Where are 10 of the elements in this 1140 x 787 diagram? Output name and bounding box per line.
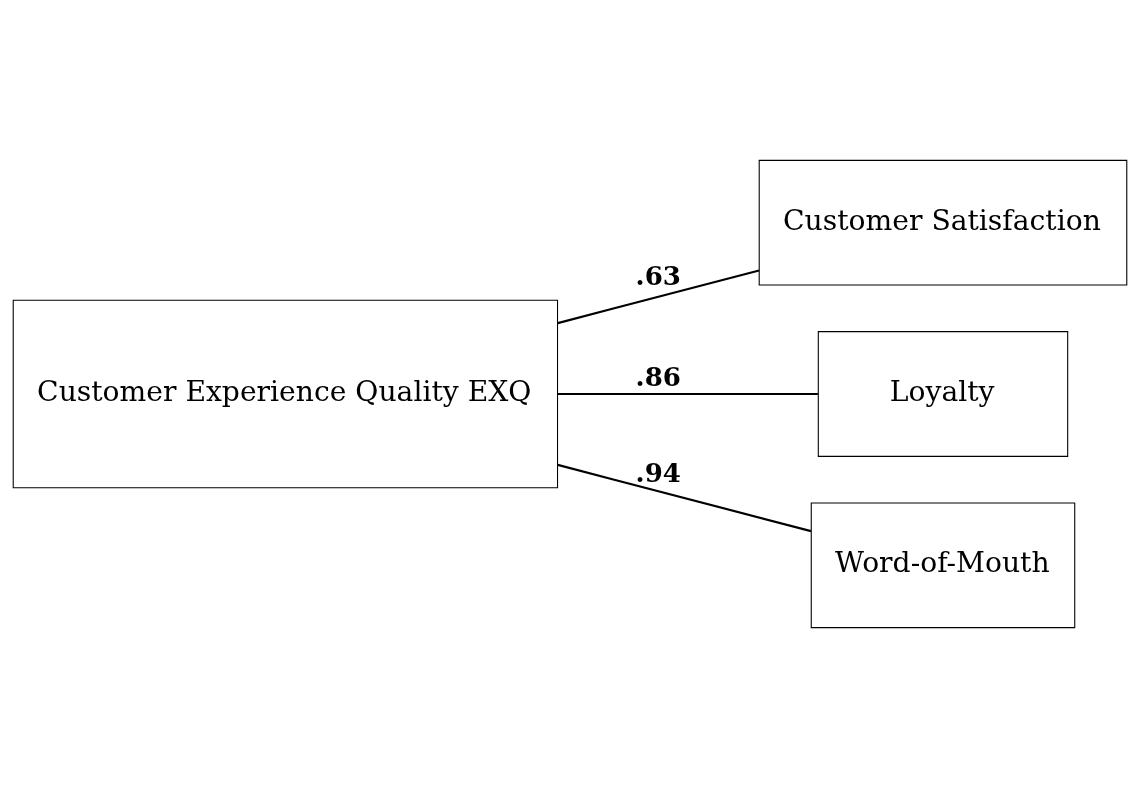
connector	[557, 268, 760, 324]
edge-label: .94	[635, 457, 681, 488]
node-box: Customer Satisfaction	[758, 159, 1128, 286]
connector	[557, 392, 818, 395]
edge-label: .63	[635, 260, 681, 291]
node-box: Word-of-Mouth	[810, 501, 1076, 628]
node-box: Customer Experience Quality EXQ	[12, 299, 559, 488]
edge-label: .86	[635, 361, 681, 392]
connector	[557, 463, 812, 532]
node-box: Loyalty	[817, 330, 1069, 457]
